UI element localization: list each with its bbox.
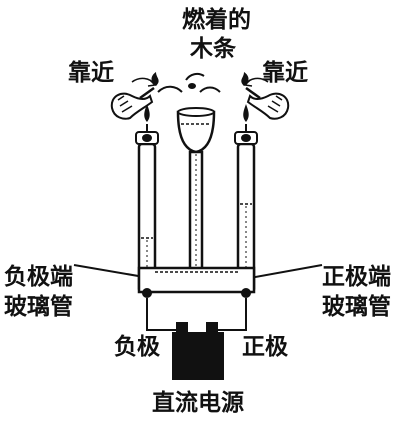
connecting-tube: [137, 266, 256, 298]
label-positive-tube-2: 玻璃管: [322, 293, 391, 320]
label-positive-tube-1: 正极端: [322, 264, 391, 290]
center-funnel: [176, 107, 216, 272]
dc-power-supply: [172, 322, 224, 380]
positive-electrode-node: [241, 288, 251, 298]
label-burning-stick-1: 燃着的: [182, 6, 251, 33]
flame-icon-right: [243, 104, 249, 122]
negative-electrode-node: [142, 288, 152, 298]
label-negative-tube-2: 玻璃管: [4, 293, 73, 320]
right-hand-holding-stick-icon: [241, 72, 290, 120]
left-hand-holding-stick-icon: [110, 72, 159, 120]
leader-negative-tube: [73, 264, 151, 279]
wire-positive: [212, 298, 247, 331]
label-burning-stick-2: 木条: [189, 35, 236, 62]
burning-stick-center-icon: [157, 72, 221, 93]
label-approach-left: 靠近: [68, 60, 114, 86]
flame-icon-left: [144, 104, 150, 122]
wire-negative: [146, 298, 188, 331]
label-positive-electrode: 正极: [242, 334, 288, 360]
label-power-source: 直流电源: [152, 389, 244, 416]
label-approach-right: 靠近: [262, 60, 308, 86]
label-negative-tube-1: 负极端: [4, 264, 73, 290]
label-negative-electrode: 负极: [114, 334, 160, 360]
negative-glass-tube: [135, 124, 159, 294]
leader-positive-tube: [249, 264, 323, 279]
